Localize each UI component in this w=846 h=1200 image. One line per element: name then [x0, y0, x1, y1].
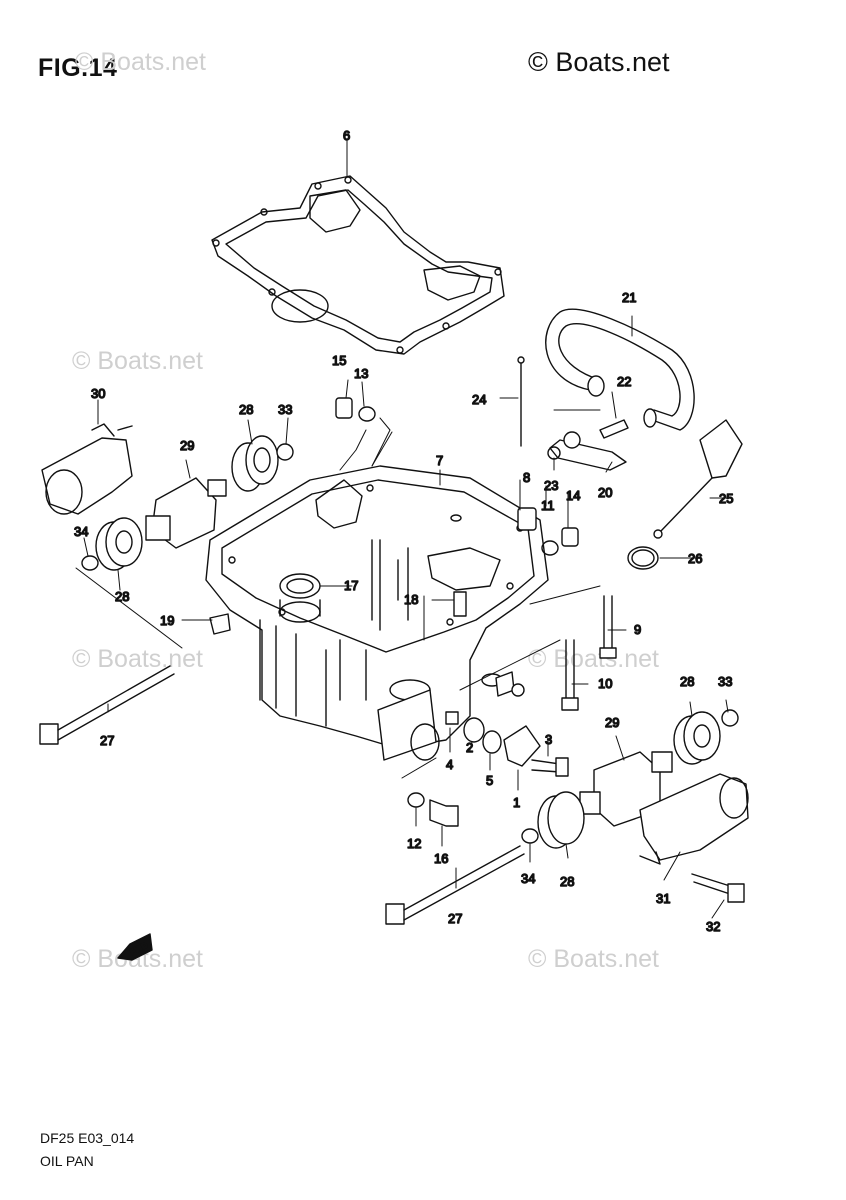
part-bolt-27 — [385, 845, 525, 925]
callout-6: 6 — [343, 128, 350, 143]
callout-8: 8 — [523, 470, 530, 485]
part-bolt-16 — [429, 799, 459, 827]
part-washer-11 — [541, 540, 559, 556]
part-bushing-28 — [537, 791, 585, 849]
part-bushing-28 — [231, 435, 279, 492]
part-washer-12 — [407, 792, 425, 808]
part-pin-18 — [453, 591, 467, 617]
callout-29: 29 — [605, 715, 619, 730]
callout-7: 7 — [436, 453, 443, 468]
part-fitting-20 — [549, 439, 627, 471]
callout-5: 5 — [486, 773, 493, 788]
callout-17: 17 — [344, 578, 358, 593]
watermark: © Boats.net — [528, 945, 659, 973]
part-bolt-9 — [599, 595, 617, 659]
part-nut-33 — [721, 709, 739, 727]
part-bolt-32 — [691, 873, 745, 903]
callout-27: 27 — [100, 733, 114, 748]
callout-18: 18 — [404, 592, 418, 607]
callout-9: 9 — [634, 622, 641, 637]
callout-28: 28 — [239, 402, 253, 417]
part-plug-8 — [517, 507, 537, 531]
fwd-arrow-icon — [117, 933, 153, 961]
part-bolt-10 — [561, 639, 579, 711]
callout-22: 22 — [617, 374, 631, 389]
copyright-notice: © Boats.net — [528, 47, 670, 77]
callout-1: 1 — [513, 795, 520, 810]
callout-2: 2 — [466, 740, 473, 755]
callout-19: 19 — [160, 613, 174, 628]
part-plug-4 — [445, 711, 459, 725]
part-plug-19 — [209, 613, 231, 635]
part-washer-13 — [358, 406, 376, 422]
part-mount-cover-30 — [41, 423, 133, 515]
callout-28: 28 — [115, 589, 129, 604]
callout-4: 4 — [446, 757, 453, 772]
part-fitting-20-end — [563, 431, 581, 449]
callout-33: 33 — [718, 674, 732, 689]
callout-29: 29 — [180, 438, 194, 453]
part-oil-pan — [205, 465, 549, 761]
part-spacer-2 — [463, 717, 485, 743]
callout-33: 33 — [278, 402, 292, 417]
callout-34: 34 — [521, 871, 535, 886]
callout-3: 3 — [545, 732, 552, 747]
part-gasket — [211, 175, 505, 355]
watermark: © Boats.net — [72, 645, 203, 673]
callout-28: 28 — [560, 874, 574, 889]
part-mount-cover-31 — [639, 773, 749, 865]
part-washer-34 — [521, 828, 539, 844]
part-washer-34 — [81, 555, 99, 571]
callout-25: 25 — [719, 491, 733, 506]
figure-title: FIG.14 — [38, 54, 118, 82]
callout-15: 15 — [332, 353, 346, 368]
part-hose — [545, 308, 695, 431]
diagram-name: OIL PAN — [40, 1153, 94, 1169]
watermark: © Boats.net — [75, 48, 206, 76]
part-dipstick — [653, 419, 743, 539]
callout-12: 12 — [407, 836, 421, 851]
callout-26: 26 — [688, 551, 702, 566]
part-bushing-28 — [95, 517, 143, 571]
callout-16: 16 — [434, 851, 448, 866]
part-o-ring-5 — [482, 730, 502, 754]
callout-10: 10 — [598, 676, 612, 691]
callout-20: 20 — [598, 485, 612, 500]
callout-28: 28 — [680, 674, 694, 689]
watermark: © Boats.net — [72, 347, 203, 375]
callout-24: 24 — [472, 392, 486, 407]
callout-32: 32 — [706, 919, 720, 934]
part-thermostat-1 — [503, 725, 541, 767]
watermark: © Boats.net — [528, 645, 659, 673]
callout-27: 27 — [448, 911, 462, 926]
callout-11: 11 — [541, 498, 555, 513]
part-clip-22 — [599, 419, 629, 439]
callout-14: 14 — [566, 488, 580, 503]
part-plug-15 — [335, 397, 353, 419]
callout-31: 31 — [656, 891, 670, 906]
diagram-code: DF25 E03_014 — [40, 1130, 135, 1146]
part-bolt-14 — [561, 527, 579, 547]
part-o-ring-26 — [627, 546, 659, 570]
part-mount-rubber-29 — [145, 477, 227, 549]
callout-21: 21 — [622, 290, 636, 305]
part-bolt-27 — [39, 665, 175, 745]
part-bushing-28 — [673, 711, 721, 765]
callout-13: 13 — [354, 366, 368, 381]
part-nut-33 — [276, 443, 294, 461]
callout-23: 23 — [544, 478, 558, 493]
callout-34: 34 — [74, 524, 88, 539]
callout-30: 30 — [91, 386, 105, 401]
